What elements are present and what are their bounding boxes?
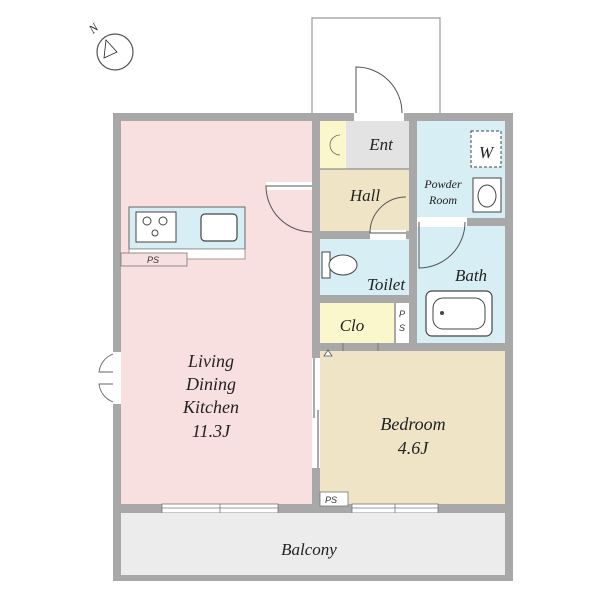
ps-label-bedroom: PS [325, 495, 337, 505]
washer-space [470, 130, 502, 168]
balcony-label: Balcony [281, 540, 337, 559]
shoe-cabinet [320, 121, 346, 169]
balcony [121, 513, 505, 575]
ps-label-kitchen: PS [147, 255, 159, 265]
toilet-label: Toilet [367, 275, 406, 294]
closet-label: Clo [340, 316, 365, 335]
compass-needle-tail [103, 39, 118, 59]
hall-label: Hall [349, 186, 381, 205]
sink-icon [200, 213, 238, 242]
room-entrance [346, 121, 409, 169]
entry-approach [311, 17, 441, 113]
room-closet [320, 303, 394, 343]
ldk-size: 11.3J [192, 421, 231, 441]
powder-room-label-line1: Powder [423, 177, 462, 191]
room-ldk [121, 121, 312, 504]
bath-label: Bath [455, 266, 487, 285]
shoe-cabinet-doors [329, 134, 341, 156]
pipe-space-kitchen [120, 252, 188, 267]
stove-icon [135, 211, 177, 243]
bathtub-icon [425, 290, 493, 337]
entrance-door [354, 66, 404, 121]
ldk-label-line3: Kitchen [182, 397, 239, 417]
ldk-label-line1: Living [187, 351, 234, 371]
compass-north-label: N [85, 20, 102, 37]
toilet-door [369, 196, 407, 240]
ldk-label-line2: Dining [185, 374, 236, 394]
bedroom-label: Bedroom [380, 414, 445, 434]
bath-door [417, 217, 467, 269]
powder-room-label-line2: Room [428, 193, 457, 207]
kitchen-counter [128, 206, 246, 260]
bedroom-sliding-door [312, 358, 320, 468]
pipe-space-bedroom [319, 491, 349, 507]
bedroom-size: 4.6J [398, 438, 430, 458]
room-hall [320, 169, 409, 231]
west-windows [98, 352, 121, 404]
entrance-label: Ent [368, 135, 394, 154]
washer-label: W [479, 143, 495, 162]
ps-label-bath-p: P [399, 309, 405, 319]
toilet-icon [321, 251, 358, 279]
room-bedroom [320, 351, 505, 504]
pipe-space-bath [396, 303, 409, 343]
ps-label-bath-s: S [399, 323, 405, 333]
door-marker [323, 349, 333, 357]
ldk-door [265, 182, 313, 233]
compass: N [85, 20, 134, 71]
